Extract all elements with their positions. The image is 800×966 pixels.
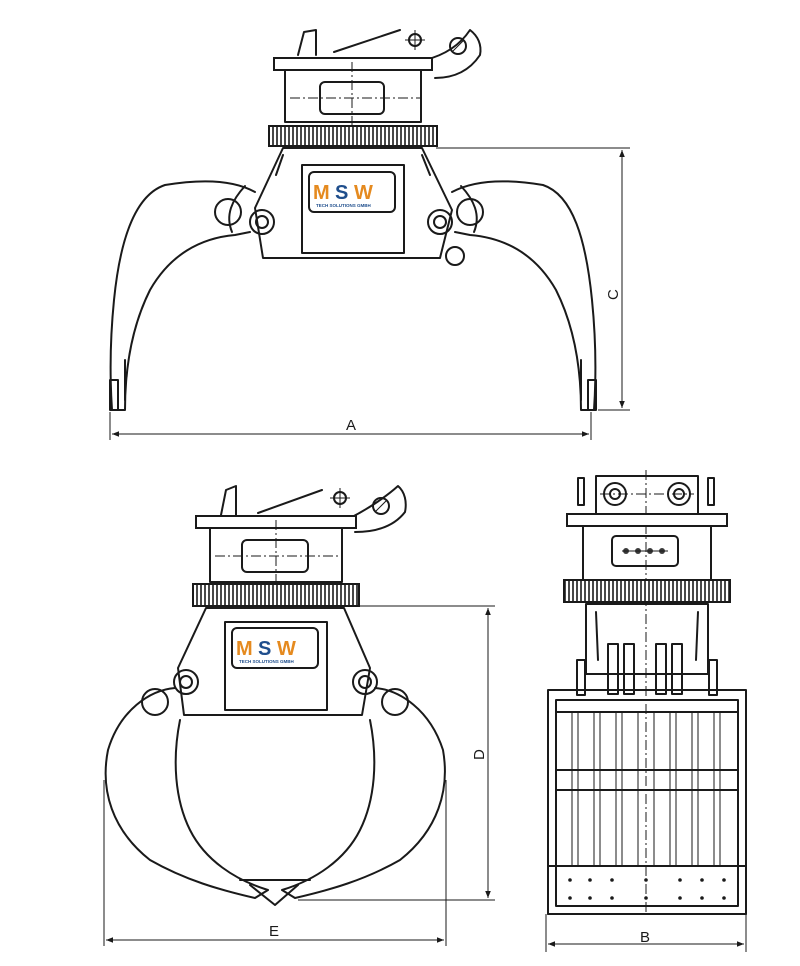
dimension-d-label: D bbox=[471, 749, 488, 760]
dimension-e-label: E bbox=[269, 923, 279, 940]
logo-letter-m: M bbox=[313, 182, 330, 204]
dimension-c-label: C bbox=[605, 289, 622, 300]
logo-letter-s: S bbox=[335, 182, 348, 204]
front-view-open: M S W TECH SOLUTIONS GMBH A C bbox=[109, 29, 630, 440]
dimension-b-label: B bbox=[640, 929, 650, 946]
logo-tagline: TECH SOLUTIONS GMBH bbox=[239, 659, 294, 664]
front-view-closed: M S W TECH SOLUTIONS GMBH D E bbox=[103, 485, 495, 946]
logo-letter-m: M bbox=[236, 638, 253, 660]
logo-letter-s: S bbox=[258, 638, 271, 660]
logo-plate-bottom: M S W TECH SOLUTIONS GMBH bbox=[231, 627, 319, 669]
logo-letter-w: W bbox=[354, 182, 373, 204]
logo-letter-w: W bbox=[277, 638, 296, 660]
logo-tagline: TECH SOLUTIONS GMBH bbox=[316, 203, 371, 208]
side-view: B bbox=[545, 470, 747, 952]
dimension-a-label: A bbox=[346, 417, 356, 434]
logo-plate-top: M S W TECH SOLUTIONS GMBH bbox=[308, 171, 396, 213]
